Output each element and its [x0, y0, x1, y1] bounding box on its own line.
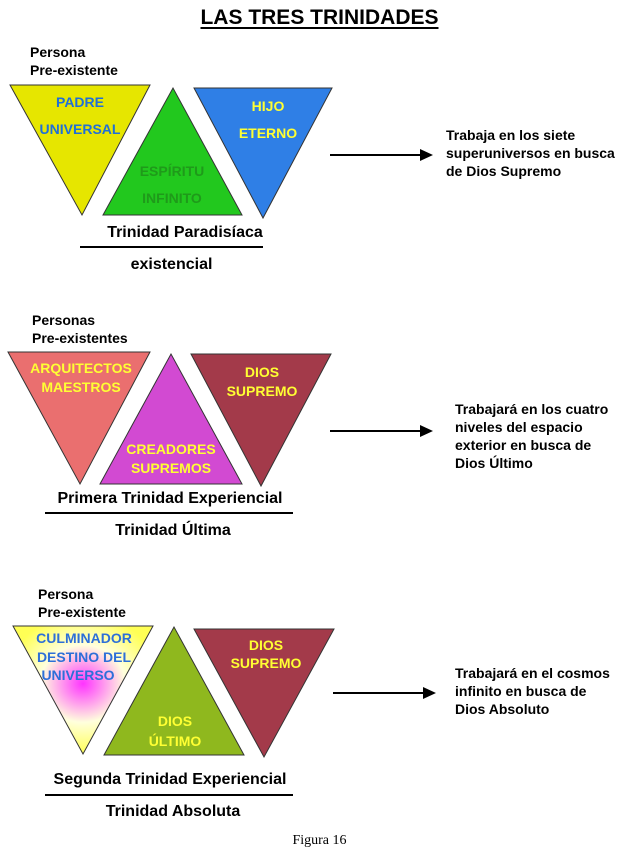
- triangle-label-line: UNIVERSO: [41, 667, 114, 683]
- right-triangle: [193, 628, 335, 759]
- triangle-label-line: DESTINO DEL: [37, 649, 132, 665]
- description-line: Trabajará en el cosmos: [455, 665, 610, 681]
- arrow-description: Trabajará en el cosmos infinito en busca…: [455, 664, 610, 718]
- pre-existence-note: Personas Pre-existentes: [32, 311, 128, 347]
- arrow-description: Trabajará en los cuatro niveles del espa…: [455, 400, 608, 472]
- pre-existence-note: Persona Pre-existente: [38, 585, 126, 621]
- description-line: niveles del espacio: [455, 419, 583, 435]
- trinity-name: Segunda Trinidad Experiencial: [53, 771, 287, 788]
- note-line: Persona: [30, 44, 86, 60]
- figure-caption: Figura 16: [292, 833, 347, 848]
- triangle-label-line: SUPREMO: [231, 655, 302, 671]
- arrow-head: [420, 149, 433, 161]
- trinity-name: Primera Trinidad Experiencial: [57, 490, 283, 507]
- note-line: Pre-existentes: [32, 330, 128, 346]
- arrow-head: [420, 425, 433, 437]
- note-line: Pre-existente: [38, 604, 126, 620]
- trinity-subname: existencial: [130, 256, 213, 273]
- triangle-label-line: ARQUITECTOS: [30, 360, 132, 376]
- triangle-label-line: UNIVERSAL: [40, 121, 121, 137]
- note-line: Persona: [38, 586, 94, 602]
- triangle-label-line: PADRE: [56, 94, 104, 110]
- triangle-label-line: ESPÍRITU: [140, 163, 205, 179]
- left-triangle: [7, 351, 151, 486]
- arrow-head: [423, 687, 436, 699]
- triangle-label-line: ETERNO: [239, 125, 297, 141]
- description-line: exterior en busca de: [455, 437, 592, 453]
- right-triangle: [190, 353, 332, 488]
- right-triangle: [193, 87, 333, 220]
- trinity-subname: Trinidad Absoluta: [105, 803, 241, 820]
- description-line: superuniversos en busca: [446, 145, 615, 161]
- left-triangle: [9, 84, 151, 217]
- triangle-label-line: HIJO: [252, 98, 285, 114]
- trinity-name: Trinidad Paradisíaca: [107, 224, 263, 241]
- description-line: Trabajará en los cuatro: [455, 401, 609, 417]
- middle-triangle: [102, 86, 243, 216]
- divider-line: [45, 512, 293, 514]
- divider-line: [80, 246, 263, 248]
- pre-existence-note: Persona Pre-existente: [30, 43, 118, 79]
- left-triangle: [12, 625, 154, 756]
- arrow-description: Trabaja en los siete superuniversos en b…: [446, 126, 615, 180]
- triangle-label-line: DIOS: [245, 364, 279, 380]
- triangle-label-line: SUPREMO: [227, 383, 298, 399]
- triangle-label-line: DIOS: [249, 637, 283, 653]
- triangle-label-line: CULMINADOR: [36, 630, 132, 646]
- trinity-subname: Trinidad Última: [115, 522, 231, 539]
- description-line: Dios Absoluto: [455, 701, 550, 717]
- triangle-label-line: SUPREMOS: [131, 460, 211, 476]
- triangle-label-line: MAESTROS: [41, 379, 120, 395]
- note-line: Personas: [32, 312, 96, 328]
- triangle-label-line: INFINITO: [142, 190, 202, 206]
- triangle-label-line: CREADORES: [126, 441, 215, 457]
- description-line: de Dios Supremo: [446, 163, 562, 179]
- triangle-label-line: DIOS: [158, 713, 192, 729]
- description-line: infinito en busca de: [455, 683, 587, 699]
- diagram-title: LAS TRES TRINIDADES: [200, 6, 439, 29]
- divider-line: [45, 794, 293, 796]
- description-line: Dios Último: [455, 455, 533, 471]
- middle-triangle: [103, 625, 245, 756]
- description-line: Trabaja en los siete: [446, 127, 576, 143]
- middle-triangle: [99, 352, 243, 485]
- triangle-label-line: ÚLTIMO: [149, 732, 202, 749]
- note-line: Pre-existente: [30, 62, 118, 78]
